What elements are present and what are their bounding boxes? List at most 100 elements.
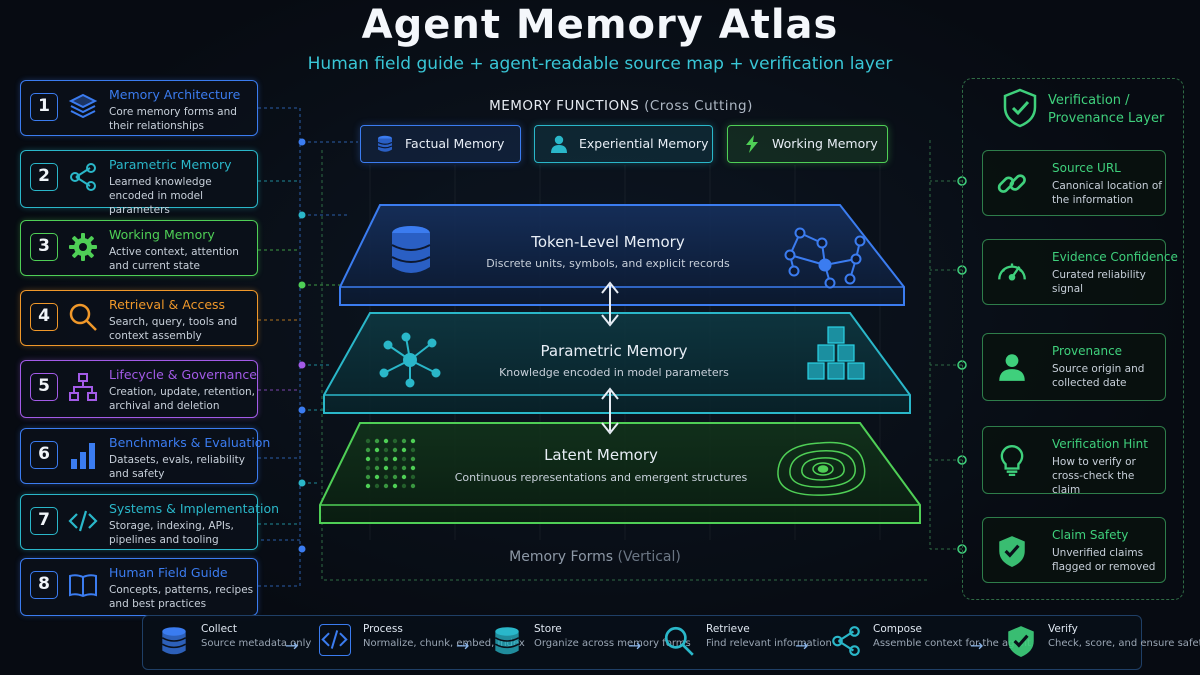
- pipeline-step-title: Compose: [873, 623, 923, 635]
- verification-panel: [962, 78, 1184, 600]
- database-icon: [161, 627, 187, 655]
- nav-card-title: Retrieval & Access: [109, 297, 226, 312]
- nav-card-7[interactable]: 7 Systems & Implementation Storage, inde…: [20, 494, 279, 550]
- verification-card[interactable]: Claim Safety Unverified claims flagged o…: [982, 517, 1166, 583]
- code-icon: [321, 630, 348, 649]
- pipeline-arrow: →: [970, 636, 984, 655]
- verification-card[interactable]: Verification Hint How to verify or cross…: [982, 426, 1166, 496]
- verification-card-description: How to verify or cross-check the claim: [1052, 456, 1136, 496]
- nav-card-number: 7: [30, 507, 58, 535]
- share-nodes-icon: [70, 163, 96, 191]
- magnifier-icon: [664, 626, 694, 656]
- pipeline-step-description: Source metadata only: [201, 638, 312, 649]
- link-icon: [997, 174, 1026, 193]
- lightbulb-icon: [1000, 445, 1024, 477]
- hierarchy-icon: [69, 373, 97, 401]
- parametric-layer-shape: [323, 312, 911, 414]
- nav-card-4[interactable]: 4 Retrieval & Access Search, query, tool…: [20, 290, 258, 346]
- function-chip-experiential[interactable]: Experiential Memory: [534, 125, 713, 163]
- pipeline-step-title: Process: [363, 623, 403, 635]
- verification-card-description: Source origin and collected date: [1052, 363, 1145, 389]
- nav-card-title: Lifecycle & Governance: [109, 367, 257, 382]
- nav-card-5[interactable]: 5 Lifecycle & Governance Creation, updat…: [20, 360, 258, 418]
- nav-card-description: Active context, attention and current st…: [109, 246, 239, 272]
- person-icon: [551, 135, 567, 153]
- layers-icon: [68, 93, 98, 119]
- nav-card-number: 6: [30, 441, 58, 469]
- lightning-icon: [746, 135, 758, 153]
- nav-card-description: Learned knowledge encoded in model param…: [109, 176, 212, 216]
- verification-card-description: Canonical location of the information: [1052, 180, 1162, 206]
- page-title: Agent Memory Atlas: [361, 2, 839, 48]
- layer-title: Token-Level Memory: [531, 233, 685, 251]
- nav-card-description: Core memory forms and their relationship…: [109, 106, 237, 132]
- verification-card[interactable]: Source URL Canonical location of the inf…: [982, 150, 1166, 216]
- verification-title: Verification / Provenance Layer: [1048, 93, 1165, 126]
- memory-forms-paren: (Vertical): [617, 549, 681, 565]
- nav-card-8[interactable]: 8 Human Field Guide Concepts, patterns, …: [20, 558, 258, 616]
- nav-card-title: Working Memory: [109, 227, 215, 242]
- function-chip-label: Experiential Memory: [579, 136, 709, 151]
- nav-card-2[interactable]: 2 Parametric Memory Learned knowledge en…: [20, 150, 258, 216]
- verification-card-title: Claim Safety: [1052, 528, 1129, 542]
- verification-card-title: Verification Hint: [1052, 437, 1148, 451]
- nav-card-description: Concepts, patterns, recipes and best pra…: [109, 584, 254, 610]
- nav-card-1[interactable]: 1 Memory Architecture Core memory forms …: [20, 80, 258, 136]
- token-layer-shape: [339, 204, 905, 306]
- verification-card[interactable]: Evidence Confidence Curated reliability …: [982, 239, 1178, 305]
- memory-forms-text: Memory Forms: [509, 549, 614, 565]
- pipeline-step-collect[interactable]: Collect Source metadata only: [157, 616, 311, 671]
- hub-network-icon: [379, 332, 441, 388]
- pipeline-arrow: →: [456, 636, 470, 655]
- nav-card-description: Creation, update, retention, archival an…: [109, 386, 256, 412]
- shield-check-icon: [999, 536, 1025, 567]
- pipeline-bar: Collect Source metadata only→ Process No…: [142, 615, 1200, 671]
- nav-card-3[interactable]: 3 Working Memory Active context, attenti…: [20, 220, 258, 276]
- layer-arrows: [601, 281, 619, 435]
- function-chip-working[interactable]: Working Memory: [727, 125, 888, 163]
- pipeline-arrow: →: [285, 636, 299, 655]
- layer-title: Parametric Memory: [540, 342, 688, 360]
- gauge-icon: [998, 263, 1026, 281]
- layer-description: Discrete units, symbols, and explicit re…: [486, 257, 730, 270]
- code-icon: [68, 510, 98, 532]
- nav-card-number: 5: [30, 373, 58, 401]
- function-chip-label: Factual Memory: [405, 136, 505, 151]
- magnifier-icon: [69, 303, 97, 331]
- functions-heading-paren: (Cross Cutting): [644, 98, 753, 114]
- memory-forms-label: Memory Forms (Vertical): [430, 549, 760, 565]
- nav-card-number: 4: [30, 303, 58, 331]
- bar-chart-icon: [71, 443, 95, 469]
- nav-card-description: Datasets, evals, reliability and safety: [109, 454, 245, 480]
- nav-card-number: 1: [30, 93, 58, 121]
- nav-card-title: Benchmarks & Evaluation: [109, 435, 271, 450]
- pipeline-step-description: Check, score, and ensure safety: [1048, 638, 1200, 649]
- latent-layer-shape: [319, 422, 921, 524]
- database-icon: [377, 135, 393, 152]
- pipeline-step-title: Verify: [1048, 623, 1078, 635]
- verification-card-title: Provenance: [1052, 344, 1123, 358]
- pipeline-step-store[interactable]: Store Organize across memory forms: [490, 616, 691, 671]
- verification-card[interactable]: Provenance Source origin and collected d…: [982, 333, 1166, 401]
- share-nodes-icon: [832, 626, 860, 656]
- pipeline-step-title: Store: [534, 623, 562, 635]
- person-icon: [999, 354, 1025, 381]
- dot-matrix-icon: [365, 438, 416, 489]
- pipeline-step-description: Organize across memory forms: [534, 638, 691, 649]
- pipeline-step-retrieve[interactable]: Retrieve Find relevant information: [662, 616, 832, 671]
- pipeline-step-description: Normalize, chunk, embed, index: [363, 638, 525, 649]
- database-stack-icon: [391, 226, 431, 273]
- pipeline-step-verify[interactable]: Verify Check, score, and ensure safety: [1004, 616, 1200, 671]
- pipeline-step-process[interactable]: Process Normalize, chunk, embed, index: [319, 616, 525, 671]
- function-chip-factual[interactable]: Factual Memory: [360, 125, 521, 163]
- book-icon: [69, 574, 97, 598]
- verification-card-title: Source URL: [1052, 161, 1121, 175]
- nav-card-6[interactable]: 6 Benchmarks & Evaluation Datasets, eval…: [20, 428, 270, 484]
- gear-icon: [69, 233, 97, 261]
- pipeline-step-title: Retrieve: [706, 623, 750, 635]
- verification-card-description: Unverified claims flagged or removed: [1052, 547, 1156, 573]
- pipeline-step-compose[interactable]: Compose Assemble context for the agent: [829, 616, 1031, 671]
- layer-description: Continuous representations and emergent …: [454, 471, 748, 484]
- layer-description: Knowledge encoded in model parameters: [499, 366, 729, 379]
- cube-stack-icon: [807, 326, 865, 380]
